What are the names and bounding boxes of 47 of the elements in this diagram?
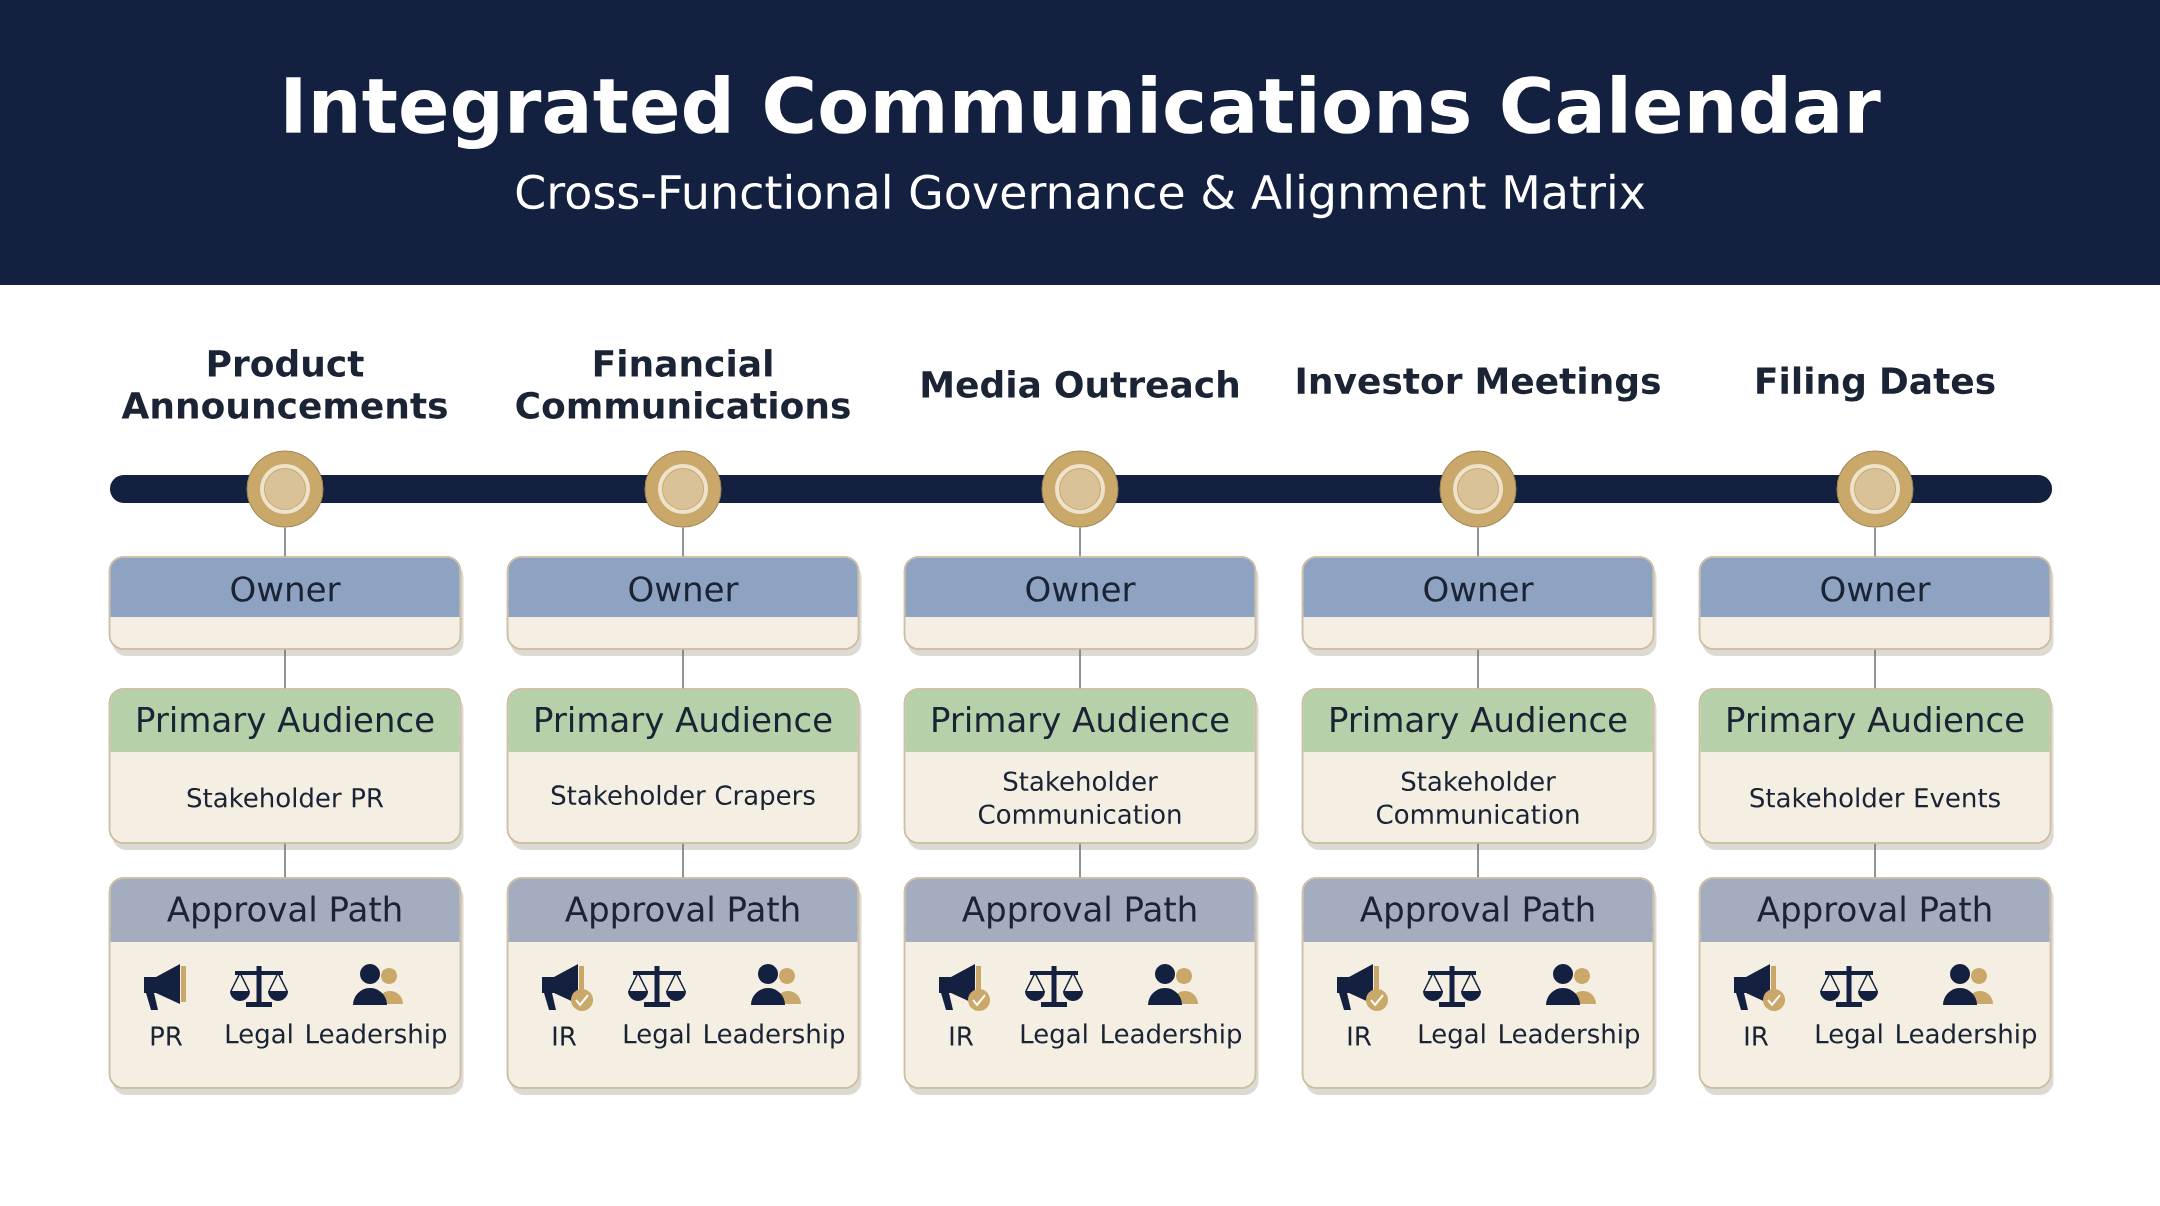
column-heading: Media Outreach [922, 370, 1238, 398]
connector-line [1874, 649, 1876, 689]
connector-line [682, 526, 684, 557]
title: Integrated Communications Calendar [286, 74, 1881, 150]
owner-card: Owner [1698, 556, 2054, 656]
icon-label: Leadership [307, 1023, 447, 1049]
connector-line [1477, 526, 1479, 557]
icon-label: IR [553, 1026, 577, 1046]
subtitle: Cross-Functional Governance & Alignment Matrix [516, 173, 1645, 219]
connector-line [1079, 649, 1081, 689]
icon-label: Legal [624, 1023, 690, 1049]
icon-label: Leadership [705, 1023, 845, 1049]
owner-card: Owner [903, 556, 1259, 656]
connector-line [682, 843, 684, 878]
audience-card: Primary Audience Stakeholder Communication [1301, 688, 1657, 850]
icon-label: IR [1745, 1026, 1769, 1046]
icon-label: Legal [1021, 1023, 1087, 1049]
owner-card: Owner [108, 556, 464, 656]
column-heading: Filing Dates [1757, 366, 1995, 402]
connector-line [1874, 843, 1876, 878]
owner-card: Owner [1301, 556, 1657, 656]
icon-label: Leadership [1897, 1023, 2037, 1049]
column-heading: Product Announcements [121, 349, 447, 419]
icon-label: IR [1348, 1026, 1372, 1046]
audience-card: Primary Audience Stakeholder Events [1698, 688, 2054, 850]
connector-line [1477, 843, 1479, 878]
icon-label: Legal [1816, 1023, 1882, 1049]
column-heading: Investor Meetings [1297, 366, 1660, 402]
connector-line [682, 649, 684, 689]
connector-line [1079, 526, 1081, 557]
audience-card: Primary Audience Stakeholder PR [108, 688, 464, 850]
owner-card: Owner [506, 556, 862, 656]
icon-label: Leadership [1102, 1023, 1242, 1049]
audience-card: Primary Audience Stakeholder Crapers [506, 688, 862, 850]
icon-label: IR [950, 1026, 974, 1046]
connector-line [284, 649, 286, 689]
connector-line [1477, 649, 1479, 689]
icon-label: Leadership [1500, 1023, 1640, 1049]
column-heading: Financial Communications [516, 349, 850, 419]
connector-line [1874, 526, 1876, 557]
icon-label: PR [151, 1026, 183, 1046]
connector-line [284, 526, 286, 557]
audience-card: Primary Audience Stakeholder Communication [903, 688, 1259, 850]
connector-line [284, 843, 286, 878]
icon-label: Legal [1419, 1023, 1485, 1049]
connector-line [1079, 843, 1081, 878]
icon-label: Legal [226, 1023, 292, 1049]
